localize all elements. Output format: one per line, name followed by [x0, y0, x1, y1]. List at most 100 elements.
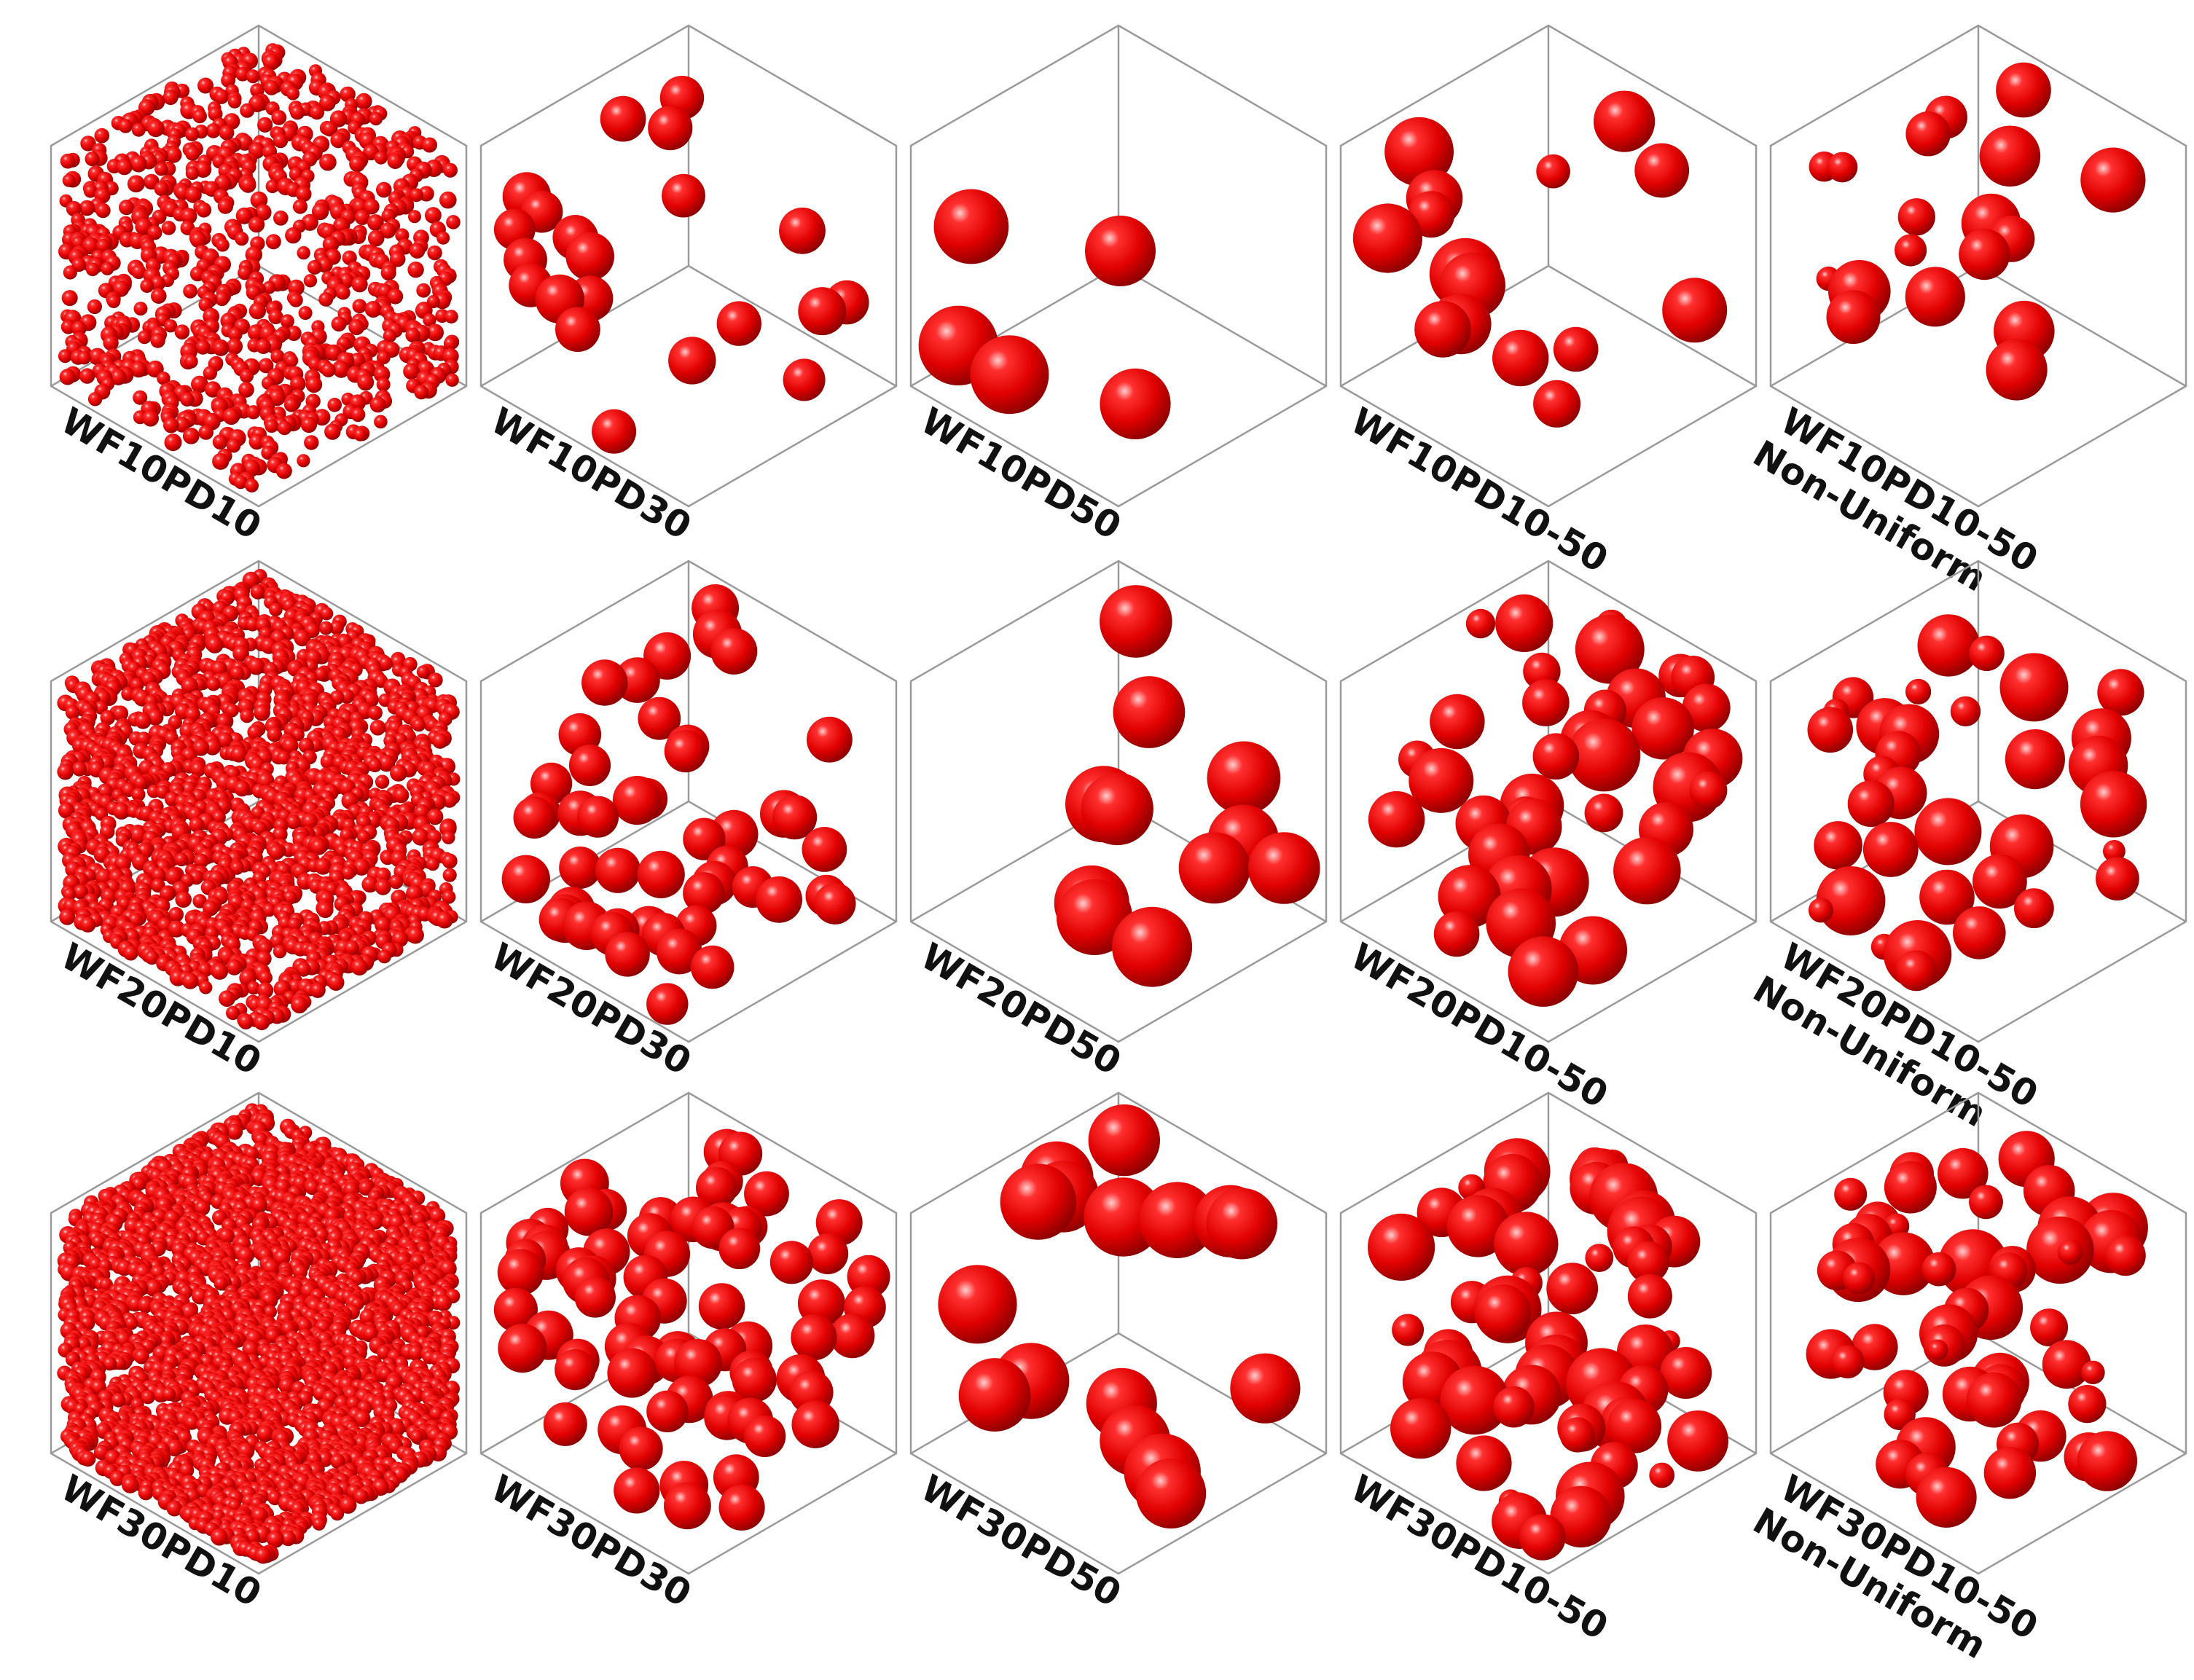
particle-sphere — [110, 369, 127, 385]
cube-outline — [50, 1091, 468, 1575]
particle-sphere — [668, 337, 716, 385]
particle-sphere — [254, 1014, 270, 1031]
particle-sphere — [1914, 798, 1982, 865]
particle-sphere — [183, 283, 197, 299]
particle-sphere — [446, 215, 461, 229]
particle-sphere — [290, 376, 306, 392]
particle-sphere — [1113, 676, 1186, 748]
particle-sphere — [151, 288, 167, 305]
particle-sphere — [409, 243, 426, 259]
particle-sphere — [311, 203, 329, 221]
particle-sphere — [174, 324, 190, 340]
particle-sphere — [180, 392, 195, 407]
particle-sphere — [268, 844, 285, 860]
particle-sphere — [377, 755, 396, 772]
particle-sphere — [779, 207, 826, 254]
cube-outline — [1769, 24, 2187, 508]
particle-sphere — [351, 276, 368, 293]
particle-sphere — [1248, 832, 1320, 904]
particle-sphere — [368, 758, 382, 773]
particle-sphere — [146, 119, 165, 138]
particle-sphere — [265, 234, 281, 250]
particle-sphere — [248, 302, 267, 320]
particle-sphere — [305, 1179, 320, 1196]
particle-sphere — [369, 720, 386, 736]
particle-sphere — [1594, 90, 1656, 152]
particle-sphere — [137, 330, 152, 345]
particle-sphere — [245, 479, 259, 492]
cube-inner-edge — [688, 264, 897, 388]
cube-panel: WF30PD10 — [50, 1091, 468, 1615]
cube-panel: WF20PD10-50Non-Uniform — [1746, 560, 2187, 1135]
particle-sphere — [1352, 203, 1422, 273]
particle-sphere — [267, 726, 283, 742]
particle-sphere — [322, 121, 338, 137]
particle-sphere — [646, 983, 689, 1025]
particle-sphere — [442, 831, 455, 844]
particle-sphere — [1584, 793, 1623, 833]
particle-sphere — [190, 761, 206, 777]
particle-sphere — [380, 264, 396, 281]
particle-sphere — [157, 372, 171, 385]
particle-sphere — [129, 826, 147, 844]
particle-sphere — [297, 454, 310, 468]
cube-panel: WF10PD10-50 — [1339, 24, 1758, 581]
particle-sphere — [2103, 840, 2126, 863]
particle-sphere — [1808, 898, 1833, 923]
particle-sphere — [350, 407, 366, 423]
particle-sphere — [191, 375, 208, 393]
cube-outline — [479, 560, 898, 1043]
particle-sphere — [439, 191, 457, 209]
cube-inner-edge — [1978, 264, 2187, 388]
particle-sphere — [348, 319, 365, 336]
particle-sphere — [329, 620, 344, 635]
particle-sphere — [211, 962, 229, 980]
particle-sphere — [1896, 950, 1937, 992]
cube-panel: WF10PD50 — [909, 24, 1328, 548]
particle-sphere — [423, 313, 436, 327]
particle-sphere — [426, 323, 444, 342]
particle-sphere — [364, 198, 380, 215]
particle-sphere — [251, 1197, 267, 1214]
cube-outline — [50, 24, 468, 508]
particle-sphere — [310, 983, 326, 998]
particle-sphere — [144, 950, 160, 965]
particle-sphere — [416, 283, 431, 298]
particle-sphere — [206, 677, 221, 691]
particle-sphere — [257, 117, 273, 133]
particle-sphere — [273, 133, 289, 149]
particle-sphere — [181, 677, 199, 695]
cube-panel: WF10PD10 — [50, 24, 468, 548]
particle-sphere — [612, 776, 662, 825]
particle-sphere — [208, 106, 223, 122]
particle-sphere — [600, 95, 646, 142]
particle-sphere — [428, 1207, 446, 1225]
particle-sphere — [783, 358, 826, 401]
particle-sphere — [182, 428, 200, 444]
particle-sphere — [324, 423, 341, 440]
particle-sphere — [92, 1235, 106, 1249]
particle-sphere — [353, 428, 367, 441]
particle-sphere — [101, 262, 114, 275]
particle-sphere — [710, 628, 758, 675]
particle-sphere — [219, 125, 235, 141]
particle-sphere — [281, 737, 299, 754]
cube-label: WF10PD50 — [914, 399, 1128, 548]
particle-sphere — [192, 109, 208, 124]
particle-sphere — [246, 981, 261, 995]
particle-sphere — [1100, 368, 1171, 439]
particle-sphere — [221, 73, 235, 88]
particle-sphere — [356, 93, 372, 110]
particle-sphere — [197, 77, 213, 94]
particle-sphere — [581, 659, 628, 706]
particle-sphere — [357, 374, 375, 391]
particle-sphere — [2080, 771, 2147, 838]
particle-sphere — [294, 629, 311, 647]
particle-sphere — [1986, 339, 2048, 401]
particle-sphere — [238, 265, 252, 280]
cube-label-line: WF10PD30 — [484, 399, 698, 548]
particle-sphere — [112, 705, 129, 722]
particle-sphere — [131, 264, 146, 279]
particle-sphere — [226, 959, 243, 976]
